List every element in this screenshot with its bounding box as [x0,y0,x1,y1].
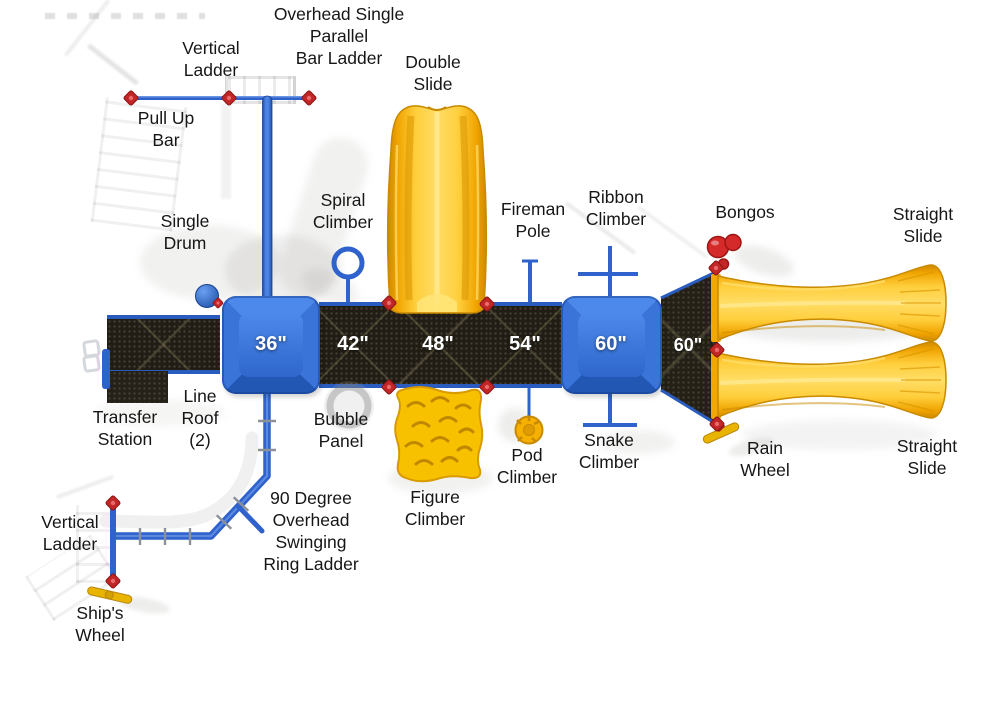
shadow-blob [45,13,205,19]
transfer-station-step [102,349,110,389]
label-fireman-pole: Fireman Pole [500,199,566,241]
deck-42 [319,302,389,388]
label-ring-ladder: 90 Degree Overhead Swinging Ring Ladder [263,488,359,574]
label-bongos: Bongos [715,202,775,222]
label-ribbon-climber: Ribbon Climber [585,187,647,229]
transfer-station-platform [107,315,220,374]
deck-size-54: 54" [509,333,541,355]
label-rain-wheel: Rain Wheel [740,438,790,480]
straight-slide-bottom-shape [709,340,948,421]
shadow-blob [225,235,340,305]
rain-wheel-icon [702,422,740,444]
shadow-blob [728,312,928,342]
shadow-blob [117,593,171,617]
label-double-slide: Double Slide [405,52,461,94]
deck-60-roof [561,296,662,394]
shadow-blob [63,0,111,57]
label-line-roof: Line Roof (2) [181,386,219,450]
shadow-blob [221,104,231,199]
shadow-blob [600,430,675,454]
label-straight-slide-bottom: Straight Slide [896,436,958,478]
shadow-blob [636,205,709,259]
shadow-blob [99,431,259,529]
deck-size-60: 60" [595,333,627,355]
label-pull-up-bar: Pull Up Bar [137,108,195,150]
label-overhead-ladder: Overhead Single Parallel Bar Ladder [273,4,405,68]
deck-54 [488,302,562,388]
deck-size-48: 48" [422,333,454,355]
label-vertical-ladder-top: Vertical Ladder [182,38,240,80]
fireman-pole-icon [522,259,538,303]
label-bubble-panel: Bubble Panel [313,409,369,451]
deck-size-42: 42" [337,333,369,355]
ring-ladder-branch-pipe [235,503,265,534]
deck-36-roof [222,296,320,394]
transfer-handle-icon [81,353,102,374]
label-spiral-climber: Spiral Climber [312,190,374,232]
shadow-blob [730,239,798,283]
label-vertical-ladder-bottom: Vertical Ladder [41,512,99,554]
transfer-station-lower-platform [107,371,168,403]
label-pod-climber: Pod Climber [496,445,558,487]
snake-climber-icon [583,391,637,427]
connector-icon [301,90,317,106]
double-slide-shape [387,105,487,314]
label-transfer-station: Transfer Station [92,407,158,449]
shadow-blob [87,43,139,86]
ribbon-climber-icon [578,246,638,301]
deck-size-36: 36" [255,333,287,355]
shadow-blob [498,408,532,442]
shadow-blob [742,420,937,450]
label-figure-climber: Figure Climber [404,487,466,529]
label-ships-wheel: Ship's Wheel [75,603,125,645]
shadow-blob [56,474,114,500]
label-straight-slide-top: Straight Slide [892,204,954,246]
label-single-drum: Single Drum [160,211,210,253]
label-snake-climber: Snake Climber [578,430,640,472]
deck-size-60-triangle: 60" [673,335,703,355]
